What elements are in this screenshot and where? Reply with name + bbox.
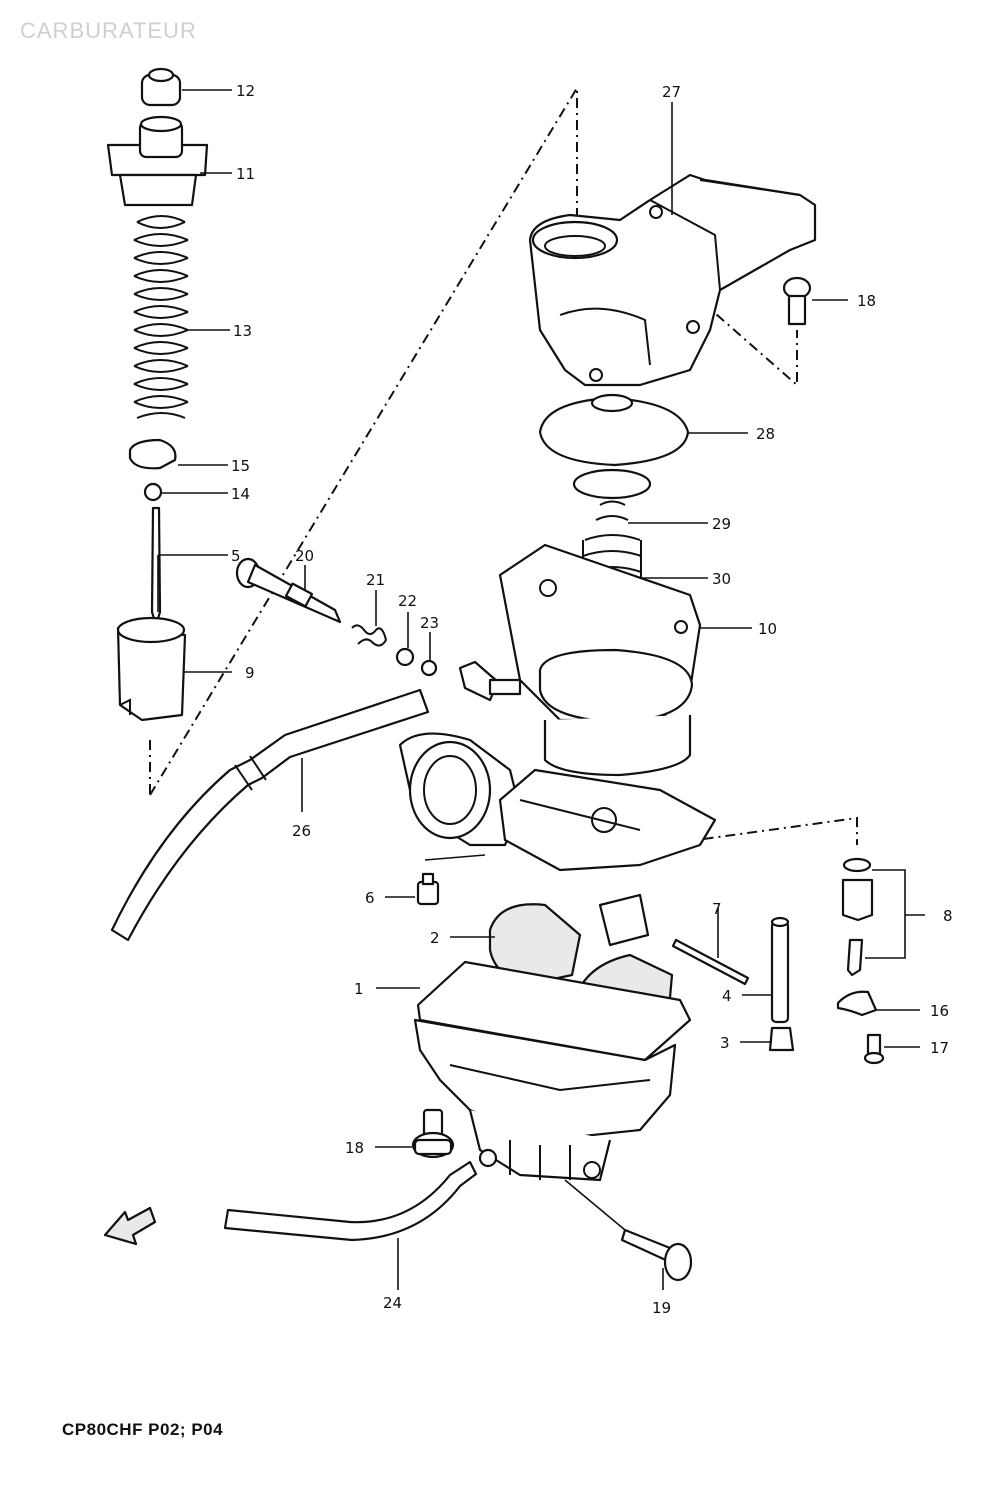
callout-21: 21 [366,571,385,589]
part-14-retainer [143,482,163,502]
part-3-main-jet [768,1026,795,1052]
part-22-washer [395,647,415,667]
callout-2: 2 [430,929,440,947]
part-16-float-clip [836,990,878,1017]
part-23-o-ring [420,659,438,677]
callout-19: 19 [652,1299,671,1317]
leader-line [157,554,228,612]
callout-16: 16 [930,1002,949,1020]
part-28-plate [572,468,652,500]
part-18-top-screw [782,276,812,326]
callout-14: 14 [231,485,250,503]
callout-6: 6 [365,889,375,907]
callout-12: 12 [236,82,255,100]
part-20-pilot-screw [235,557,342,624]
part-11-top-nut [106,115,209,207]
callout-13: 13 [233,322,252,340]
front-arrow-icon [103,1206,157,1246]
part-24-drain-tube [223,1160,478,1242]
part-15-clip [128,438,177,470]
callout-9: 9 [245,664,255,682]
part-27-top-cover [528,173,817,387]
callout-20: 20 [295,547,314,565]
callout-28: 28 [756,425,775,443]
callout-15: 15 [231,457,250,475]
part-6-drain-plug [416,872,440,906]
callout-29: 29 [712,515,731,533]
part-13-spring [133,215,189,419]
callout-3: 3 [720,1034,730,1052]
callout-27: 27 [662,83,681,101]
part-10-carburetor-body [398,543,717,872]
part-12-cap [140,67,182,107]
part-float-bowl [413,1018,677,1182]
part-19-air-screw [620,1228,693,1282]
callout-4: 4 [722,987,732,1005]
callout-11: 11 [236,165,255,183]
callout-5: 5 [231,547,241,565]
part-8-float-valve [841,857,874,977]
callout-18-top: 18 [857,292,876,310]
part-18-drain-screw [411,1108,455,1159]
part-21-small-spring [351,624,388,647]
callout-17: 17 [930,1039,949,1057]
callout-10: 10 [758,620,777,638]
part-17-screw [863,1033,885,1065]
assembly-guide-line [659,816,858,846]
leader-line [865,869,925,959]
callout-30: 30 [712,570,731,588]
callout-1: 1 [354,980,364,998]
part-4-needle-jet [770,916,790,1024]
part-7-float-pin [671,938,750,986]
callout-26: 26 [292,822,311,840]
callout-7: 7 [712,900,722,918]
model-code-caption: CP80CHF P02; P04 [62,1420,224,1439]
part-26-vent-tube [110,688,430,942]
callout-23: 23 [420,614,439,632]
part-9-throttle-valve [116,616,187,722]
callout-22: 22 [398,592,417,610]
callout-24: 24 [383,1294,402,1312]
callout-18-bottom: 18 [345,1139,364,1157]
part-28-diaphragm [538,393,690,467]
callout-8: 8 [943,907,953,925]
diagram-title: CARBURATEUR [20,18,197,43]
leader-line [564,1179,626,1231]
leader-line [424,854,486,861]
